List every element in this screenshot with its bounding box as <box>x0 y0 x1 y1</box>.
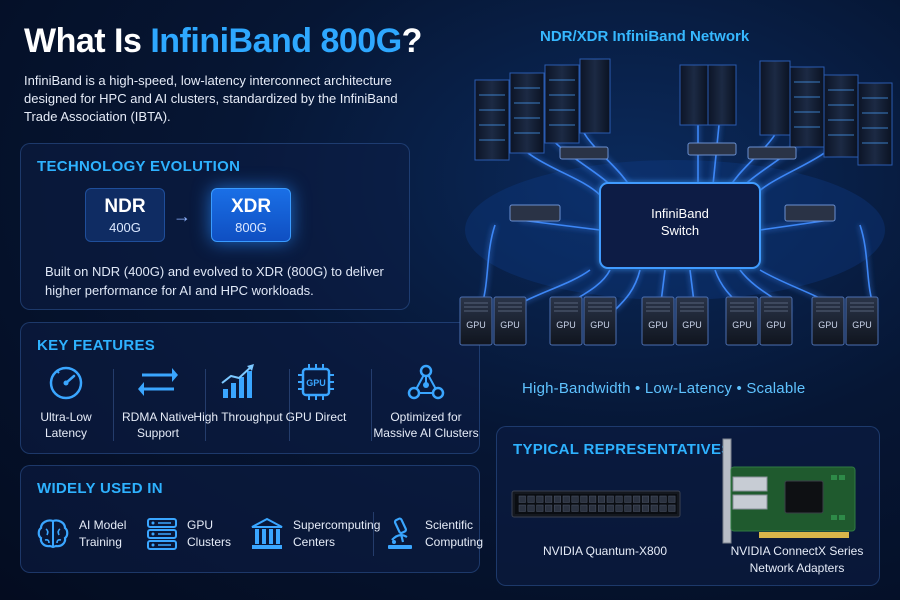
ndr-speed: 400G <box>109 219 141 235</box>
gpu-label: GPU <box>682 320 702 330</box>
gpu-card: GPU <box>459 296 493 346</box>
gpu-label: GPU <box>818 320 838 330</box>
use-label: AI Model Training <box>79 518 127 549</box>
feature-label: RDMA Native Support <box>121 410 195 440</box>
feature-massive-ai-clusters: Optimized for Massive AI Clusters <box>371 363 481 441</box>
quantum-switch-image <box>511 490 681 518</box>
brain-icon <box>37 519 69 549</box>
gpu-label: GPU <box>766 320 786 330</box>
swap-arrows-icon <box>138 368 178 396</box>
feature-high-throughput: High Throughput <box>193 363 283 425</box>
divider <box>289 369 290 441</box>
use-label: GPU Clusters <box>187 518 232 549</box>
gpu-label: GPU <box>466 320 486 330</box>
use-gpu-clusters: GPU Clusters <box>145 510 233 558</box>
infiniband-switch <box>599 182 761 269</box>
key-features-title: KEY FEATURES <box>37 337 156 354</box>
network-tagline: High-Bandwidth • Low-Latency • Scalable <box>522 380 806 397</box>
ndr-box: NDR 400G <box>85 188 165 242</box>
feature-ultra-low-latency: Ultra-Low Latency <box>21 363 111 441</box>
page-title: What Is InfiniBand 800G? <box>24 22 422 60</box>
technology-evolution-card: TECHNOLOGY EVOLUTION NDR 400G → XDR 800G… <box>20 143 410 310</box>
edge-switches <box>509 142 836 222</box>
quantum-x800-label: NVIDIA Quantum-X800 <box>542 544 668 558</box>
title-accent: InfiniBand 800G <box>150 22 402 60</box>
gpu-card: GPU <box>845 296 879 346</box>
use-label: Supercomputing Centers <box>293 518 381 549</box>
building-icon <box>251 517 283 549</box>
gpu-card: GPU <box>759 296 793 346</box>
widely-used-in-title: WIDELY USED IN <box>37 480 163 497</box>
divider <box>371 369 372 441</box>
evolution-description: Built on NDR (400G) and evolved to XDR (… <box>45 264 384 298</box>
xdr-name: XDR <box>230 195 272 217</box>
feature-label: High Throughput <box>193 410 283 424</box>
intro-text: InfiniBand is a high-speed, low-latency … <box>24 73 398 124</box>
arrow-right-icon: → <box>173 206 191 226</box>
use-label: Scientific Computing <box>425 518 484 549</box>
gpu-card: GPU <box>641 296 675 346</box>
gpu-label: GPU <box>556 320 576 330</box>
microscope-icon <box>388 517 412 549</box>
gpu-card: GPU <box>549 296 583 346</box>
typical-representatives-card: TYPICAL REPRESENTATIVES NVIDIA Quantum-X… <box>496 426 880 586</box>
switch-label: InfiniBand Switch <box>651 206 709 238</box>
gpu-label: GPU <box>500 320 520 330</box>
gpu-card: GPU <box>493 296 527 346</box>
gpu-label: GPU <box>590 320 610 330</box>
use-supercomputing-centers: Supercomputing Centers <box>249 510 381 558</box>
feature-label: GPU Direct <box>285 410 347 424</box>
xdr-box: XDR 800G <box>211 188 291 242</box>
server-stack-icon <box>147 518 177 550</box>
network-title: NDR/XDR InfiniBand Network <box>540 28 750 45</box>
use-ai-model-training: AI Model Training <box>35 510 137 558</box>
technology-evolution-title: TECHNOLOGY EVOLUTION <box>37 158 241 175</box>
gpu-cards: GPU GPU GPU GPU GPU GPU GPU GPU GPU GPU <box>459 296 879 346</box>
key-features-card: KEY FEATURES Ultra-Low Latency RDMA Nati… <box>20 322 480 454</box>
gpu-chip-text: GPU <box>306 378 326 388</box>
gpu-card: GPU <box>811 296 845 346</box>
gpu-card: GPU <box>675 296 709 346</box>
server-racks <box>474 58 893 166</box>
gpu-label: GPU <box>648 320 668 330</box>
gpu-card: GPU <box>725 296 759 346</box>
feature-label: Optimized for Massive AI Clusters <box>373 410 479 440</box>
gpu-chip-icon: GPU <box>298 364 334 400</box>
divider <box>205 369 206 441</box>
connectx-label: NVIDIA ConnectX Series Network Adapters <box>730 544 864 575</box>
gpu-card: GPU <box>583 296 617 346</box>
feature-label: Ultra-Low Latency <box>40 410 92 440</box>
gpu-label: GPU <box>852 320 872 330</box>
network-nodes-icon <box>407 364 445 400</box>
bar-chart-icon <box>221 364 254 398</box>
divider <box>113 369 114 441</box>
use-scientific-computing: Scientific Computing <box>383 510 487 558</box>
xdr-speed: 800G <box>235 219 267 235</box>
divider <box>373 512 374 556</box>
ndr-name: NDR <box>104 195 146 217</box>
rack-led-rows <box>479 79 888 144</box>
gauge-icon <box>49 366 83 400</box>
gpu-label: GPU <box>732 320 752 330</box>
connectx-adapter-image <box>722 438 856 544</box>
feature-rdma: RDMA Native Support <box>113 363 203 441</box>
typical-representatives-title: TYPICAL REPRESENTATIVES <box>513 441 732 458</box>
feature-gpu-direct: GPU GPU Direct <box>271 363 361 425</box>
widely-used-in-card: WIDELY USED IN AI Model Training GPU Clu… <box>20 465 483 573</box>
